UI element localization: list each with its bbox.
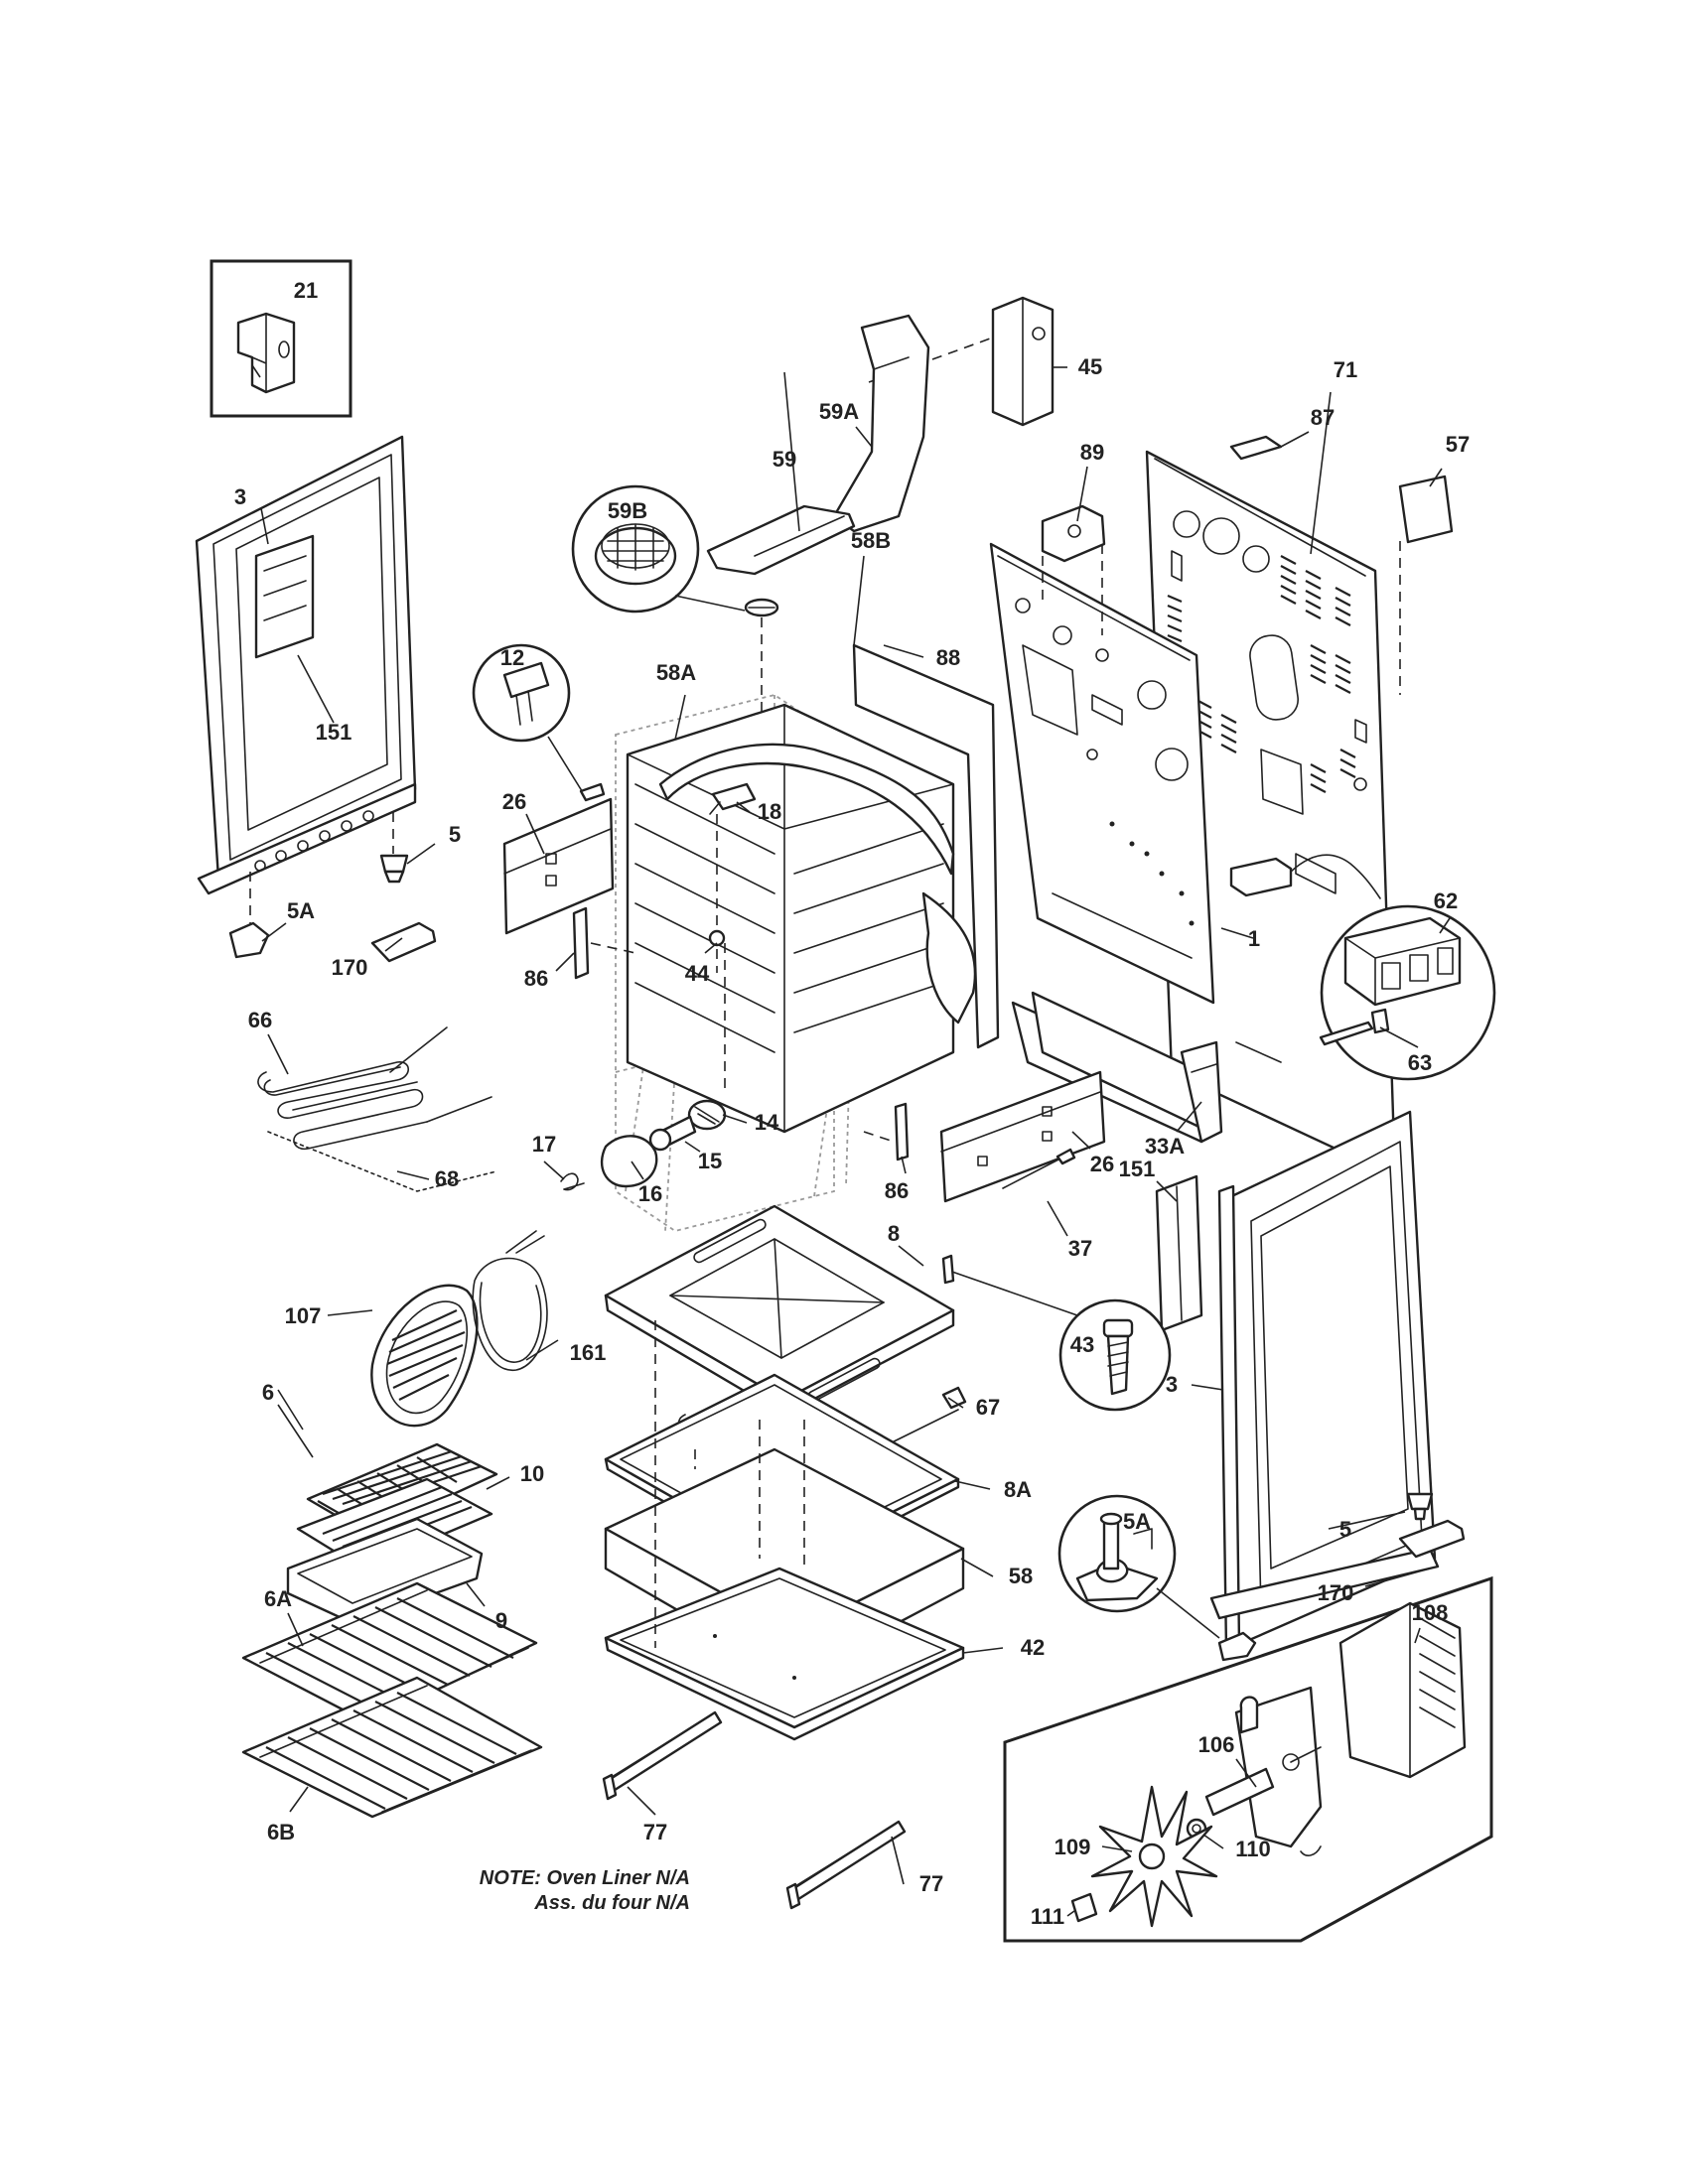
label-68: 68: [435, 1166, 459, 1191]
label-59: 59: [773, 447, 796, 472]
label-37: 37: [1068, 1236, 1092, 1261]
part-21-inset: [210, 259, 352, 418]
label-110: 110: [1235, 1837, 1271, 1861]
label-14: 14: [755, 1110, 779, 1135]
lamp-44: [708, 929, 726, 947]
drawer-slide-left: [602, 1710, 723, 1801]
broil-pan-9: [286, 1517, 484, 1625]
vent-duct-assembly: [706, 296, 1055, 576]
bracket-86-right: [863, 1102, 910, 1161]
label-58a: 58A: [656, 660, 696, 685]
sensor-12-callout: [472, 643, 606, 802]
gasket-161: [472, 1230, 548, 1371]
label-151-left: 151: [316, 720, 352, 745]
label-5a-right: 5A: [1123, 1509, 1151, 1534]
bracket-86-left: [572, 906, 636, 980]
screw-43-callout: [941, 1254, 1172, 1412]
part-87-bracket: [1229, 435, 1283, 461]
label-33a: 33A: [1145, 1134, 1185, 1159]
broil-element: [257, 1026, 497, 1192]
note-line-1: NOTE: Oven Liner N/A: [480, 1867, 690, 1889]
rail-26-right: [939, 1070, 1106, 1203]
label-86-right: 86: [885, 1178, 909, 1203]
label-leaders: [251, 364, 1451, 1917]
label-57: 57: [1446, 432, 1470, 457]
label-89: 89: [1080, 440, 1104, 465]
label-77-right: 77: [919, 1871, 943, 1896]
side-panel-left: [195, 435, 417, 895]
label-8: 8: [888, 1221, 900, 1246]
label-12: 12: [500, 645, 524, 670]
terminal-block-callout: [1229, 854, 1496, 1081]
label-42: 42: [1021, 1635, 1045, 1660]
oven-rack-6b: [241, 1676, 543, 1819]
part-57-plate: [1398, 475, 1454, 695]
sensor-37: [1002, 1148, 1076, 1189]
label-170-right: 170: [1318, 1580, 1354, 1605]
label-45: 45: [1078, 354, 1102, 379]
label-21: 21: [294, 278, 318, 303]
label-77-left: 77: [643, 1820, 667, 1844]
label-26-left: 26: [502, 789, 526, 814]
label-1: 1: [1248, 926, 1260, 951]
label-9: 9: [495, 1608, 507, 1633]
label-16: 16: [638, 1181, 662, 1206]
leveling-foot-left: [228, 812, 437, 963]
label-151-right: 151: [1119, 1157, 1156, 1181]
side-panel-right: [1155, 1110, 1440, 1652]
leveling-leg-callout: [1057, 1494, 1220, 1639]
rail-26-left: [502, 797, 615, 935]
label-6b: 6B: [267, 1820, 295, 1844]
vent-grille-callout: [571, 484, 779, 715]
oven-rack-6a: [241, 1581, 538, 1724]
label-66: 66: [248, 1008, 272, 1032]
label-6: 6: [262, 1380, 274, 1405]
label-109: 109: [1055, 1835, 1091, 1859]
rail-33a: [1031, 991, 1223, 1144]
label-108: 108: [1412, 1600, 1449, 1625]
label-67: 67: [976, 1395, 1000, 1420]
label-58b: 58B: [851, 528, 891, 553]
label-71: 71: [1334, 357, 1357, 382]
clip-18: [709, 782, 757, 815]
label-111: 111: [1031, 1904, 1064, 1929]
label-5-left: 5: [449, 822, 461, 847]
part-labels: 21 3 151 5 5A 170 45 59A 59 59B 89 87 57…: [234, 278, 1470, 1929]
label-3-right: 3: [1166, 1372, 1178, 1397]
label-59a: 59A: [819, 399, 859, 424]
label-87: 87: [1311, 405, 1335, 430]
assembly-guides: [654, 1320, 805, 1648]
label-17: 17: [532, 1132, 556, 1157]
label-170-left: 170: [332, 955, 368, 980]
label-5a-left: 5A: [287, 898, 315, 923]
label-26-right: 26: [1090, 1152, 1114, 1176]
label-59b: 59B: [608, 498, 647, 523]
label-107: 107: [285, 1303, 322, 1328]
label-62: 62: [1434, 888, 1458, 913]
label-88: 88: [936, 645, 960, 670]
label-86-left: 86: [524, 966, 548, 991]
label-106: 106: [1198, 1732, 1235, 1757]
bottom-liner-42: [604, 1567, 965, 1741]
label-15: 15: [698, 1149, 722, 1173]
convection-fan-assembly: [1003, 1575, 1493, 1943]
drawer-slide-right: [785, 1820, 907, 1910]
label-43: 43: [1070, 1332, 1094, 1357]
label-8a: 8A: [1004, 1477, 1032, 1502]
note-line-2: Ass. du four N/A: [533, 1892, 690, 1914]
oven-cavity: [626, 703, 977, 1134]
label-161: 161: [570, 1340, 607, 1365]
label-18: 18: [758, 799, 781, 824]
inner-back-wall: [989, 504, 1215, 1005]
fan-cover-107: [370, 1284, 479, 1428]
label-44: 44: [685, 961, 710, 986]
label-63: 63: [1408, 1050, 1432, 1075]
label-5-right: 5: [1339, 1517, 1351, 1542]
label-58: 58: [1009, 1564, 1033, 1588]
label-3-left: 3: [234, 484, 246, 509]
label-10: 10: [520, 1461, 544, 1486]
leveling-foot-right: [1217, 1492, 1466, 1662]
label-6a: 6A: [264, 1586, 292, 1611]
